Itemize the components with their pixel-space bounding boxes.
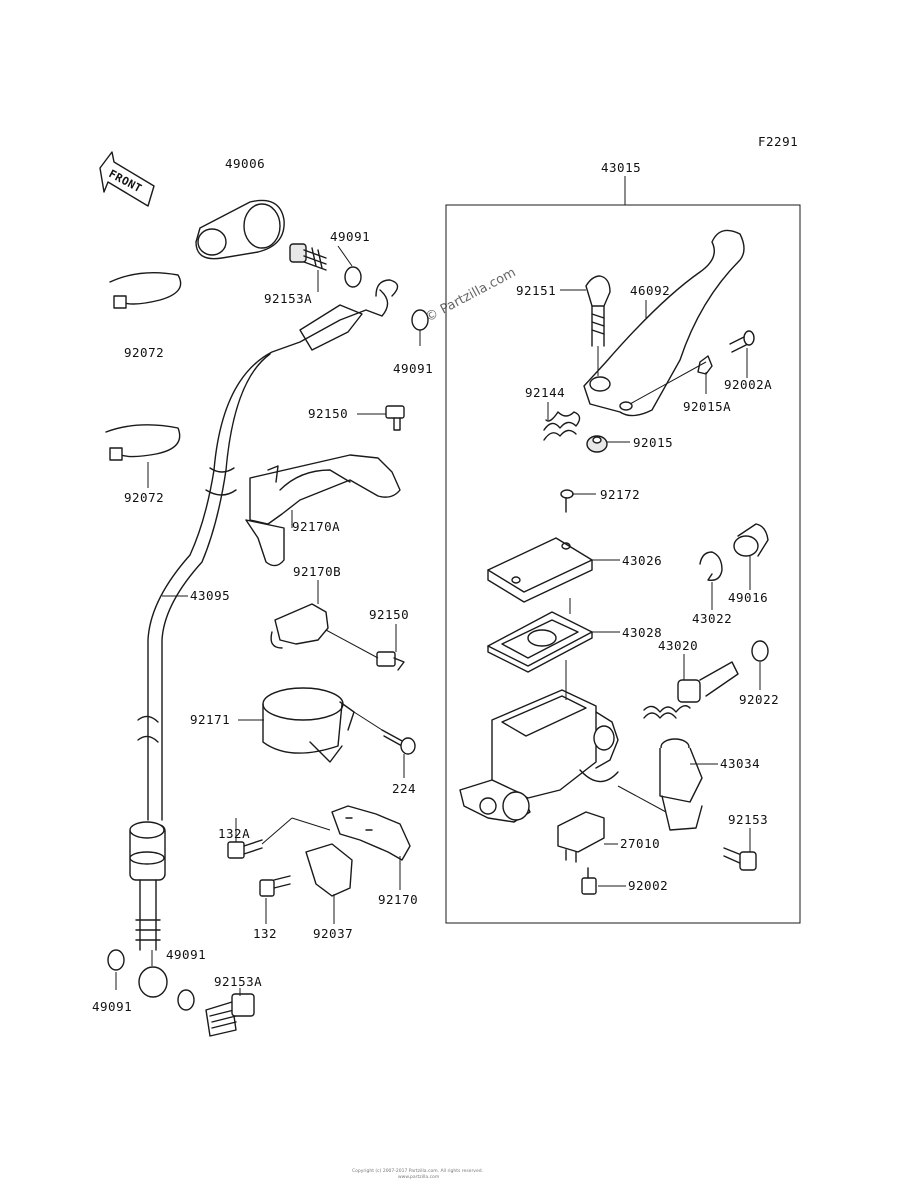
label-43034: 43034 (720, 756, 760, 771)
bolt-92153 (723, 847, 757, 871)
label-49091-lower: 49091 (92, 999, 132, 1014)
label-92015A: 92015A (683, 399, 731, 414)
bolt-92150-lower (376, 651, 405, 671)
label-92002A: 92002A (724, 377, 772, 392)
bolt-132 (259, 875, 291, 897)
holder-43034 (659, 738, 703, 831)
label-92153A-top: 92153A (264, 291, 312, 306)
assembly-box-43015 (445, 176, 801, 924)
label-92072-bottom: 92072 (124, 490, 164, 505)
label-46092: 46092 (630, 283, 670, 298)
washer-49091-lower-left (107, 949, 125, 971)
adjuster-screw-92002A (729, 330, 755, 353)
label-49091-mid: 49091 (393, 361, 433, 376)
switch-27010 (557, 811, 605, 863)
part-labels: 49006 49091 92153A 92072 49091 92150 920… (92, 156, 779, 1014)
clamp-92170B (270, 603, 329, 649)
brake-lever-46092 (583, 229, 745, 417)
bracket-92170A (245, 454, 401, 567)
label-132A: 132A (218, 826, 250, 841)
label-92171: 92171 (190, 712, 230, 727)
label-43020: 43020 (658, 638, 698, 653)
clamp-92170 (331, 805, 411, 861)
bolt-132A (227, 839, 263, 859)
dust-boot-49016 (733, 523, 769, 557)
screw-92172 (560, 489, 574, 513)
label-49091-top: 49091 (330, 229, 370, 244)
label-92153: 92153 (728, 812, 768, 827)
clamp-92171 (262, 687, 355, 763)
label-224: 224 (392, 781, 416, 796)
label-49091-hose: 49091 (166, 947, 206, 962)
label-43015: 43015 (601, 160, 641, 175)
label-92170B: 92170B (293, 564, 341, 579)
pivot-bolt-92151 (585, 275, 611, 347)
label-49006: 49006 (225, 156, 265, 171)
diaphragm-43028 (487, 611, 593, 673)
boot-cap-49006 (195, 199, 285, 260)
label-43028: 43028 (622, 625, 662, 640)
label-49016: 49016 (728, 590, 768, 605)
washer-49091-mid (411, 309, 429, 331)
label-92037: 92037 (313, 926, 353, 941)
screw-92002 (581, 867, 597, 895)
label-92002: 92002 (628, 878, 668, 893)
label-92170: 92170 (378, 892, 418, 907)
bolt-92150-upper (385, 405, 405, 431)
clamp-92037 (305, 843, 353, 897)
label-92072-top: 92072 (124, 345, 164, 360)
label-92150-lower: 92150 (369, 607, 409, 622)
circlip-43022 (699, 551, 723, 581)
label-43026: 43026 (622, 553, 662, 568)
master-cylinder-body (459, 689, 619, 823)
cable-tie-92072-top (109, 271, 182, 309)
washer-49091-top (344, 266, 362, 288)
footer-copyright: Copyright (c) 2007-2017 Partzilla.com. A… (352, 1168, 483, 1174)
cable-tie-92072-bottom (105, 424, 181, 461)
label-92015: 92015 (633, 435, 673, 450)
piston-kit-43020 (643, 661, 739, 719)
label-92151: 92151 (516, 283, 556, 298)
screw-224 (381, 729, 416, 755)
label-92153A-bottom: 92153A (214, 974, 262, 989)
label-43022: 43022 (692, 611, 732, 626)
washer-92022 (751, 640, 769, 662)
label-92022: 92022 (739, 692, 779, 707)
brake-hose-43095 (129, 279, 399, 998)
reservoir-cap-43026 (487, 537, 593, 603)
label-92150-upper: 92150 (308, 406, 348, 421)
leader-lines (115, 245, 761, 996)
label-132: 132 (253, 926, 277, 941)
nut-92015A (697, 355, 713, 375)
washer-49091-lower-right (177, 989, 195, 1011)
figure-code: F2291 (758, 134, 798, 149)
watermark: © Partzilla.com (423, 265, 519, 325)
spring-92144 (543, 411, 581, 441)
banjo-bolt-92153A-bottom (205, 993, 255, 1037)
front-arrow-icon: FRONT (99, 151, 155, 207)
label-92172: 92172 (600, 487, 640, 502)
nut-92015 (586, 435, 608, 453)
footer-site: www.partzilla.com (398, 1174, 439, 1180)
label-27010: 27010 (620, 836, 660, 851)
banjo-bolt-92153A-top (289, 243, 327, 271)
label-43095: 43095 (190, 588, 230, 603)
label-92170A: 92170A (292, 519, 340, 534)
label-92144: 92144 (525, 385, 565, 400)
